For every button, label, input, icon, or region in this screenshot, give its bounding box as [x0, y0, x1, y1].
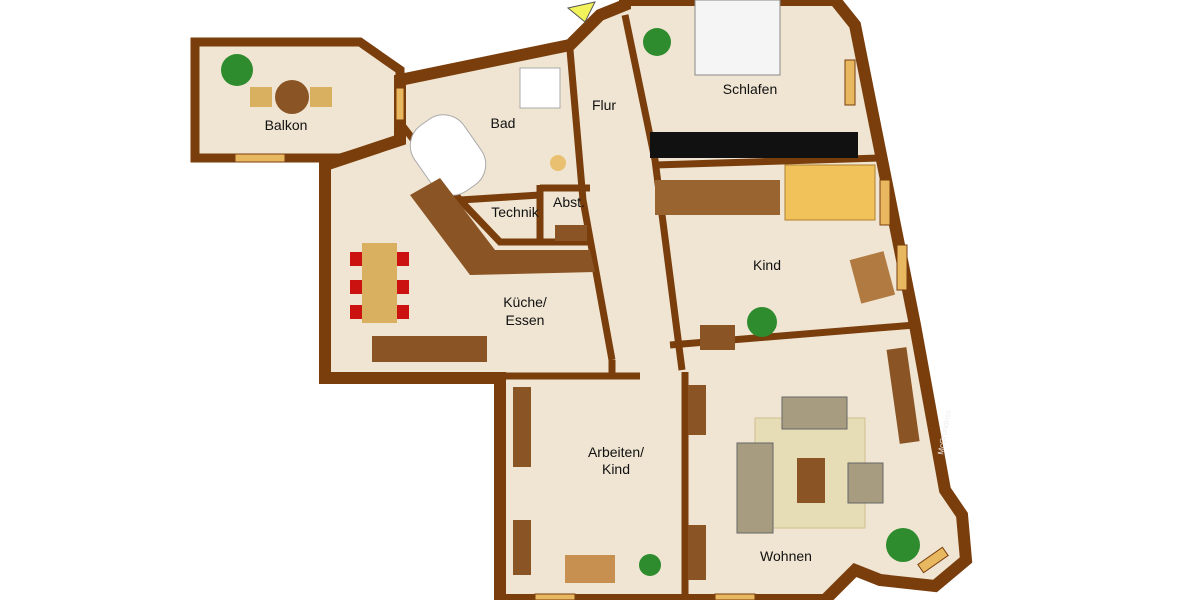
kitchen-counter — [410, 178, 595, 275]
sideboard-kitchen — [372, 336, 487, 362]
room-label-kueche-1: Küche/ — [503, 294, 547, 310]
balcony-table — [275, 80, 309, 114]
furniture — [250, 0, 920, 583]
room-label-balkon: Balkon — [265, 117, 308, 133]
room-label-abst: Abst. — [553, 194, 585, 210]
room-label-flur: Flur — [592, 97, 616, 113]
room-label-arbeiten-1: Arbeiten/ — [588, 444, 644, 460]
room-label-kueche-2: Essen — [506, 312, 545, 328]
desk-arbeiten — [565, 555, 615, 583]
shelf-arbeiten — [513, 387, 531, 467]
plants — [221, 28, 920, 576]
wardrobe-schlafen — [650, 132, 858, 158]
room-label-bad: Bad — [491, 115, 516, 131]
windows — [234, 59, 949, 600]
interior-walls — [399, 14, 916, 600]
dining-chairs — [350, 252, 409, 319]
bed — [694, 0, 781, 76]
sofa — [736, 442, 774, 534]
room-label-arbeiten-2: Kind — [602, 461, 630, 477]
room-label-wohnen: Wohnen — [760, 548, 812, 564]
dining-table — [362, 243, 397, 323]
wardrobe-kind — [655, 180, 780, 215]
shower — [519, 67, 561, 109]
coffee-table — [797, 458, 825, 503]
bathtub — [409, 114, 487, 196]
entrance-marker-icon — [566, 1, 596, 23]
room-label-schlafen: Schlafen — [723, 81, 777, 97]
armchair — [781, 396, 848, 430]
tv-board — [886, 347, 920, 444]
desk-kind — [849, 251, 896, 304]
room-label-technik: Technik — [491, 204, 539, 220]
toilet — [550, 155, 566, 171]
room-label-kind: Kind — [753, 257, 781, 273]
kid-bed — [784, 164, 876, 221]
